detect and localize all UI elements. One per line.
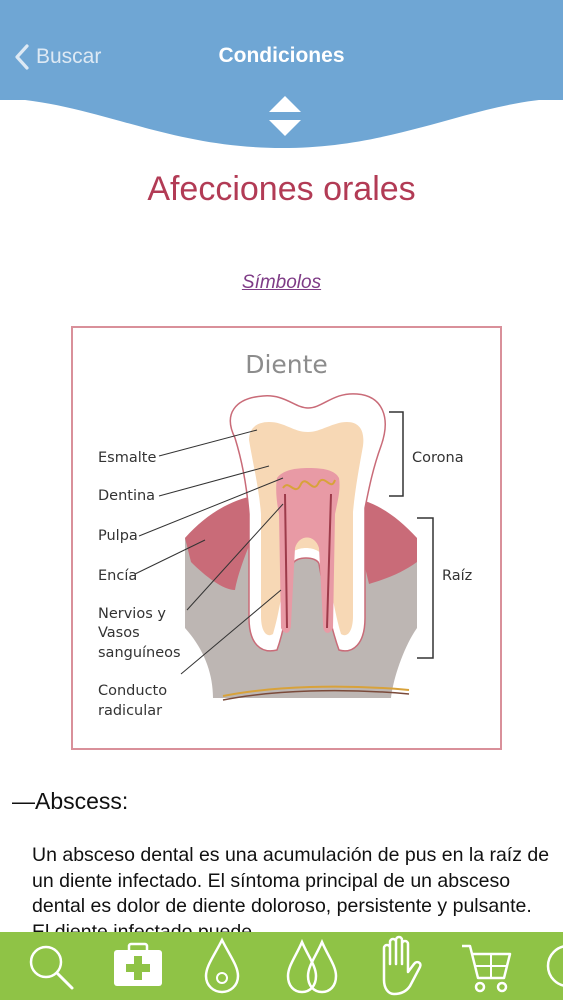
section-heading: —Abscess: [12, 788, 129, 814]
section-body-text: Un absceso dental es una acumulación de … [32, 844, 550, 943]
label-canal-line2: radicular [98, 703, 163, 719]
label-enamel: Esmalte [98, 450, 157, 466]
label-nerves-line2: Vasos [98, 625, 140, 641]
diagram-title: Diente [245, 350, 328, 379]
label-nerves-line1: Nervios y [98, 606, 166, 622]
search-icon [29, 945, 74, 990]
page-title: Afecciones orales [147, 170, 416, 208]
label-pulp: Pulpa [98, 528, 138, 544]
nav-title: Condiciones [218, 44, 345, 67]
drop-icon [204, 937, 240, 994]
tab-double-drop[interactable] [280, 932, 344, 1000]
tab-first-aid[interactable] [108, 932, 168, 1000]
header-wave [0, 86, 563, 148]
back-button[interactable]: Buscar [14, 40, 101, 74]
tooth-illustration [134, 393, 434, 701]
back-button-label: Buscar [36, 45, 102, 68]
shopping-cart-icon [462, 944, 512, 993]
label-canal-line1: Conducto [98, 683, 168, 699]
tab-bar [0, 932, 563, 1000]
label-nerves-line3: sanguíneos [98, 645, 181, 661]
tab-hand[interactable] [370, 932, 428, 1000]
tab-drop[interactable] [200, 932, 244, 1000]
collapse-toggle-icon[interactable] [267, 94, 303, 140]
label-root: Raíz [442, 568, 473, 584]
hand-icon [382, 935, 422, 996]
first-aid-kit-icon [114, 942, 162, 986]
label-dentin: Dentina [98, 488, 156, 504]
tab-more[interactable] [538, 932, 563, 1000]
tab-search[interactable] [22, 932, 78, 1000]
more-icon [546, 945, 563, 987]
tab-cart[interactable] [458, 932, 514, 1000]
label-gum: Encía [98, 568, 138, 584]
chevron-left-icon [15, 44, 29, 70]
label-crown: Corona [412, 450, 464, 466]
navigation-bar: Buscar Condiciones [0, 0, 563, 100]
tooth-diagram: Diente Esmalte Dentina Pulpa Encía Nervi… [71, 326, 502, 750]
symbols-link[interactable]: Símbolos [241, 272, 322, 293]
double-drop-icon [286, 938, 338, 994]
